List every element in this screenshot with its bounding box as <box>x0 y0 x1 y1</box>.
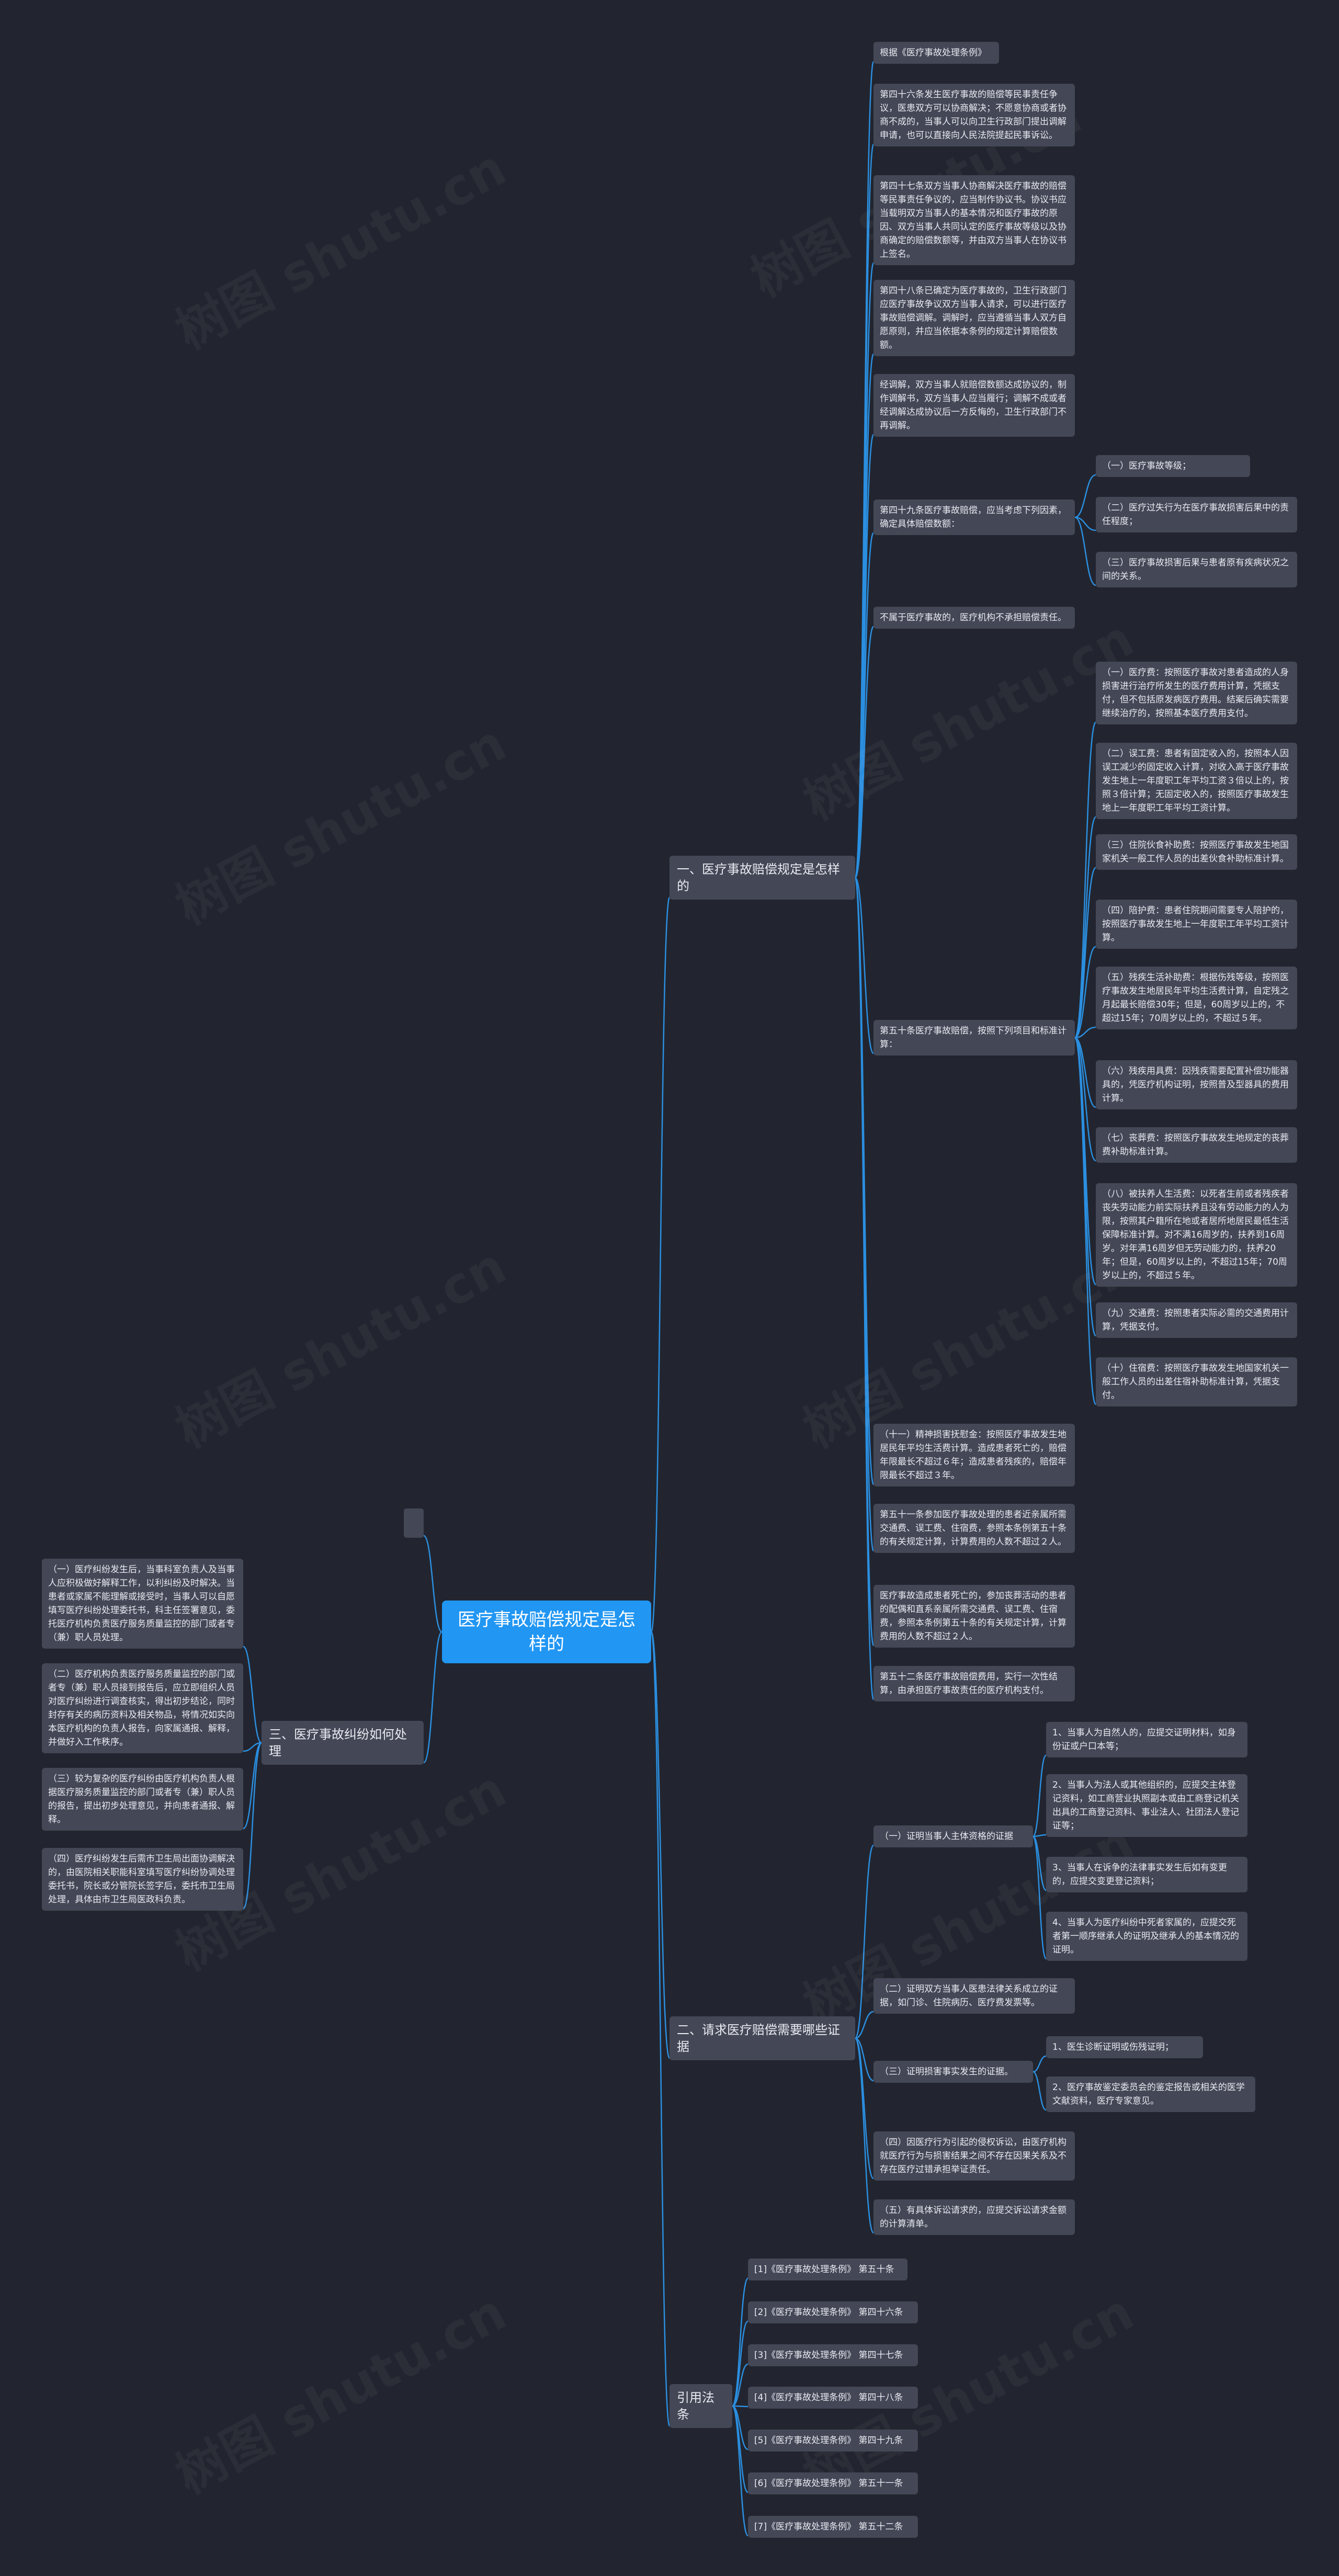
connector <box>650 1631 671 2059</box>
connector <box>854 2037 875 2234</box>
law-citation-7[interactable]: [7]《医疗事故处理条例》 第五十二条 <box>748 2516 918 2538</box>
law-citation-5[interactable]: [5]《医疗事故处理条例》 第四十九条 <box>748 2430 918 2452</box>
b1-item-12[interactable]: 第五十二条医疗事故赔偿费用，实行一次性结算，由承担医疗事故责任的医疗机构支付。 <box>873 1666 1075 1701</box>
connector <box>1032 1754 1047 1837</box>
b2-item-5[interactable]: （五）有具体诉讼请求的，应提交诉讼请求金额的计算清单。 <box>873 2199 1075 2235</box>
connector <box>243 1742 262 1830</box>
b2-item-1[interactable]: （一）证明当事人主体资格的证据 <box>873 1825 1033 1847</box>
connector <box>854 877 875 1054</box>
subject-evidence-1[interactable]: 1、当事人为自然人的，应提交证明材料，如身份证或户口本等； <box>1046 1722 1247 1757</box>
connector <box>1032 1835 1047 1891</box>
factor-2[interactable]: （二）医疗过失行为在医疗事故损害后果中的责任程度； <box>1096 497 1297 532</box>
b1-item-7[interactable]: 不属于医疗事故的，医疗机构不承担赔偿责任。 <box>873 607 1075 629</box>
b2-item-2[interactable]: （二）证明双方当事人医患法律关系成立的证据，如门诊、住院病历、医疗费发票等。 <box>873 1978 1075 2014</box>
connector <box>1032 1834 1047 1837</box>
connector <box>855 2011 874 2039</box>
subject-evidence-3[interactable]: 3、当事人在诉争的法律事实发生后如有变更的，应提交变更登记资料； <box>1046 1857 1247 1892</box>
law-citation-2[interactable]: [2]《医疗事故处理条例》 第四十六条 <box>748 2301 918 2323</box>
branch-cited-laws[interactable]: 引用法条 <box>670 2384 732 2428</box>
connector <box>1074 516 1096 586</box>
connector <box>1032 2055 1047 2073</box>
standard-4[interactable]: （四）陪护费：患者住院期间需要专人陪护的，按照医疗事故发生地上一年度职工年平均工… <box>1096 900 1297 949</box>
connector <box>1074 816 1097 1039</box>
factor-1[interactable]: （一）医疗事故等级； <box>1096 455 1250 477</box>
b1-item-2[interactable]: 第四十六条发生医疗事故的赔偿等民事责任争议，医患双方可以协商解决；不愿意协商或者… <box>873 84 1075 146</box>
connector <box>650 1631 671 2427</box>
standard-9[interactable]: （九）交通费：按照患者实际必需的交通费用计算，凭据支付。 <box>1096 1302 1297 1338</box>
connector <box>854 1844 875 2039</box>
b1-item-9[interactable]: （十一）精神损害抚慰金：按照医疗事故发生地居民年平均生活费计算。造成患者死亡的，… <box>873 1424 1075 1486</box>
b1-item-3[interactable]: 第四十七条双方当事人协商解决医疗事故的赔偿等民事责任争议的，应当制作协议书。协议… <box>873 175 1075 265</box>
left-item-1[interactable]: （一）医疗纠纷发生后，当事科室负责人及当事人应积极做好解释工作，以利纠纷及时解决… <box>42 1559 243 1649</box>
collapsed-topic[interactable] <box>404 1508 424 1538</box>
subject-evidence-2[interactable]: 2、当事人为法人或其他组织的，应提交主体登记资料，如工商营业执照副本或由工商登记… <box>1046 1774 1247 1837</box>
connector <box>1074 474 1096 518</box>
law-citation-6[interactable]: [6]《医疗事故处理条例》 第五十一条 <box>748 2472 918 2494</box>
damage-evidence-2[interactable]: 2、医疗事故鉴定委员会的鉴定报告或相关的医学文献资料，医疗专家意见。 <box>1046 2076 1255 2112</box>
standard-10[interactable]: （十）住宿费：按照医疗事故发生地国家机关一般工作人员的出差住宿补助标准计算，凭据… <box>1096 1357 1297 1406</box>
connector <box>1074 1037 1097 1405</box>
standard-2[interactable]: （二）误工费：患者有固定收入的，按照本人因误工减少的固定收入计算，对收入高于医疗… <box>1096 743 1297 819</box>
connector <box>1074 946 1096 1039</box>
connector <box>854 626 875 879</box>
standard-5[interactable]: （五）残疾生活补助费：根据伤残等级，按照医疗事故发生地居民年平均生活费计算，自定… <box>1096 967 1297 1029</box>
b1-item-5[interactable]: 经调解，双方当事人就赔偿数额达成协议的，制作调解书，双方当事人应当履行；调解不成… <box>873 374 1075 437</box>
connector <box>1032 1835 1047 1960</box>
branch-evidence[interactable]: 二、请求医疗赔偿需要哪些证据 <box>670 2016 855 2060</box>
standard-7[interactable]: （七）丧葬费：按照医疗事故发生地规定的丧葬费补助标准计算。 <box>1096 1127 1297 1163</box>
connector <box>650 897 671 1633</box>
b2-item-4[interactable]: （四）因医疗行为引起的侵权诉讼，由医疗机构就医疗行为与损害结果之间不存在因果关系… <box>873 2131 1075 2181</box>
left-item-3[interactable]: （三）较为复杂的医疗纠纷由医疗机构负责人根据医疗服务质量监控的部门或者专（兼）职… <box>42 1768 243 1831</box>
b1-item-8[interactable]: 第五十条医疗事故赔偿，按照下列项目和标准计算： <box>873 1020 1075 1056</box>
connector <box>855 2037 874 2082</box>
connector <box>243 1742 262 1752</box>
connector <box>423 1631 443 1764</box>
factor-3[interactable]: （三）医疗事故损害后果与患者原有疾病状况之间的关系。 <box>1096 552 1297 587</box>
standard-8[interactable]: （八）被扶养人生活费：以死者生前或者残疾者丧失劳动能力前实际扶养且没有劳动能力的… <box>1096 1183 1297 1287</box>
b1-item-11[interactable]: 医疗事故造成患者死亡的，参加丧葬活动的患者的配偶和直系亲属所需交通费、误工费、住… <box>873 1585 1075 1648</box>
law-citation-4[interactable]: [4]《医疗事故处理条例》 第四十八条 <box>748 2387 918 2409</box>
connector <box>731 2405 749 2537</box>
damage-evidence-1[interactable]: 1、医生诊断证明或伤残证明； <box>1046 2036 1203 2058</box>
connector <box>242 1742 263 1910</box>
connector <box>854 877 875 1700</box>
connector <box>1074 516 1096 531</box>
left-item-4[interactable]: （四）医疗纠纷发生后需市卫生局出面协调解决的，由医院相关职能科室填写医疗纠纷协调… <box>42 1848 243 1911</box>
law-citation-1[interactable]: [1]《医疗事故处理条例》 第五十条 <box>748 2259 907 2280</box>
standard-3[interactable]: （三）住院伙食补助费：按照医疗事故发生地国家机关一般工作人员的出差伙食补助标准计… <box>1096 834 1297 870</box>
connector <box>1074 867 1097 1039</box>
b1-item-10[interactable]: 第五十一条参加医疗事故处理的患者近亲属所需交通费、误工费、住宿费，参照本条例第五… <box>873 1504 1075 1553</box>
connector <box>1074 1037 1096 1108</box>
connector <box>423 1535 442 1633</box>
connector <box>1074 1037 1096 1162</box>
left-item-2[interactable]: （二）医疗机构负责医疗服务质量监控的部门或者专（兼）职人员接到报告后，应立即组织… <box>42 1663 243 1753</box>
b1-item-4[interactable]: 第四十八条已确定为医疗事故的，卫生行政部门应医疗事故争议双方当事人请求，可以进行… <box>873 280 1075 356</box>
connector <box>731 2320 749 2407</box>
branch-compensation-rules[interactable]: 一、医疗事故赔偿规定是怎样的 <box>670 856 855 900</box>
connector <box>1074 721 1097 1039</box>
root-topic[interactable]: 医疗事故赔偿规定是怎样的 <box>442 1601 651 1663</box>
connector <box>1074 1026 1096 1039</box>
connector <box>732 2363 748 2407</box>
standard-1[interactable]: （一）医疗费：按照医疗事故对患者造成的人身损害进行治疗所发生的医疗费用计算，凭据… <box>1096 662 1297 724</box>
subject-evidence-4[interactable]: 4、当事人为医疗纠纷中死者家属的，应提交死者第一顺序继承人的证明及继承人的基本情… <box>1046 1912 1247 1961</box>
standard-6[interactable]: （六）残疾用具费：因残疾需要配置补偿功能器具的，凭医疗机构证明，按照普及型器具的… <box>1096 1060 1297 1109</box>
b2-item-3[interactable]: （三）证明损害事实发生的证据。 <box>873 2061 1033 2083</box>
b1-item-6[interactable]: 第四十九条医疗事故赔偿，应当考虑下列因素，确定具体赔偿数额： <box>873 500 1075 535</box>
connector <box>732 2405 748 2408</box>
connector <box>1032 2071 1047 2111</box>
b1-item-1[interactable]: 根据《医疗事故处理条例》 <box>873 42 999 64</box>
law-citation-3[interactable]: [3]《医疗事故处理条例》 第四十七条 <box>748 2344 918 2366</box>
branch-dispute-handling[interactable]: 三、医疗事故纠纷如何处理 <box>262 1721 424 1765</box>
connector <box>243 1646 262 1744</box>
